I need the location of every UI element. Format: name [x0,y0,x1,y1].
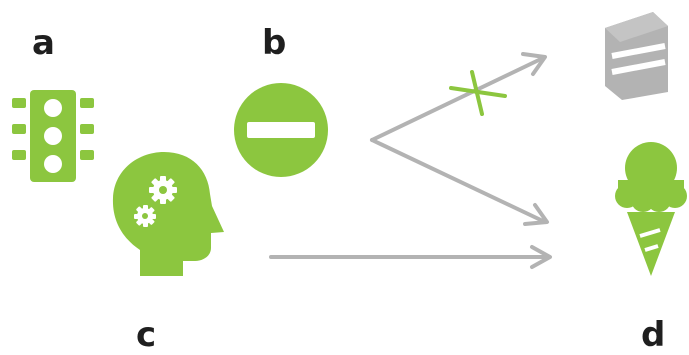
panel-label-c: c [136,315,157,355]
arrow-b-to-ice-cream [370,138,549,226]
blocked-cross-mark [449,70,507,116]
traffic-light-icon [12,90,94,182]
ice-cream-cone-icon [615,142,687,276]
head-with-gears-icon [112,152,224,276]
cake-slice-icon [605,12,668,100]
arrow-b-to-cake [370,52,547,142]
panel-label-d: d [641,315,666,355]
no-entry-icon [234,83,328,177]
arrow-c-to-ice-cream [269,245,552,269]
panel-label-b: b [262,23,287,63]
panel-label-a: a [32,23,55,63]
